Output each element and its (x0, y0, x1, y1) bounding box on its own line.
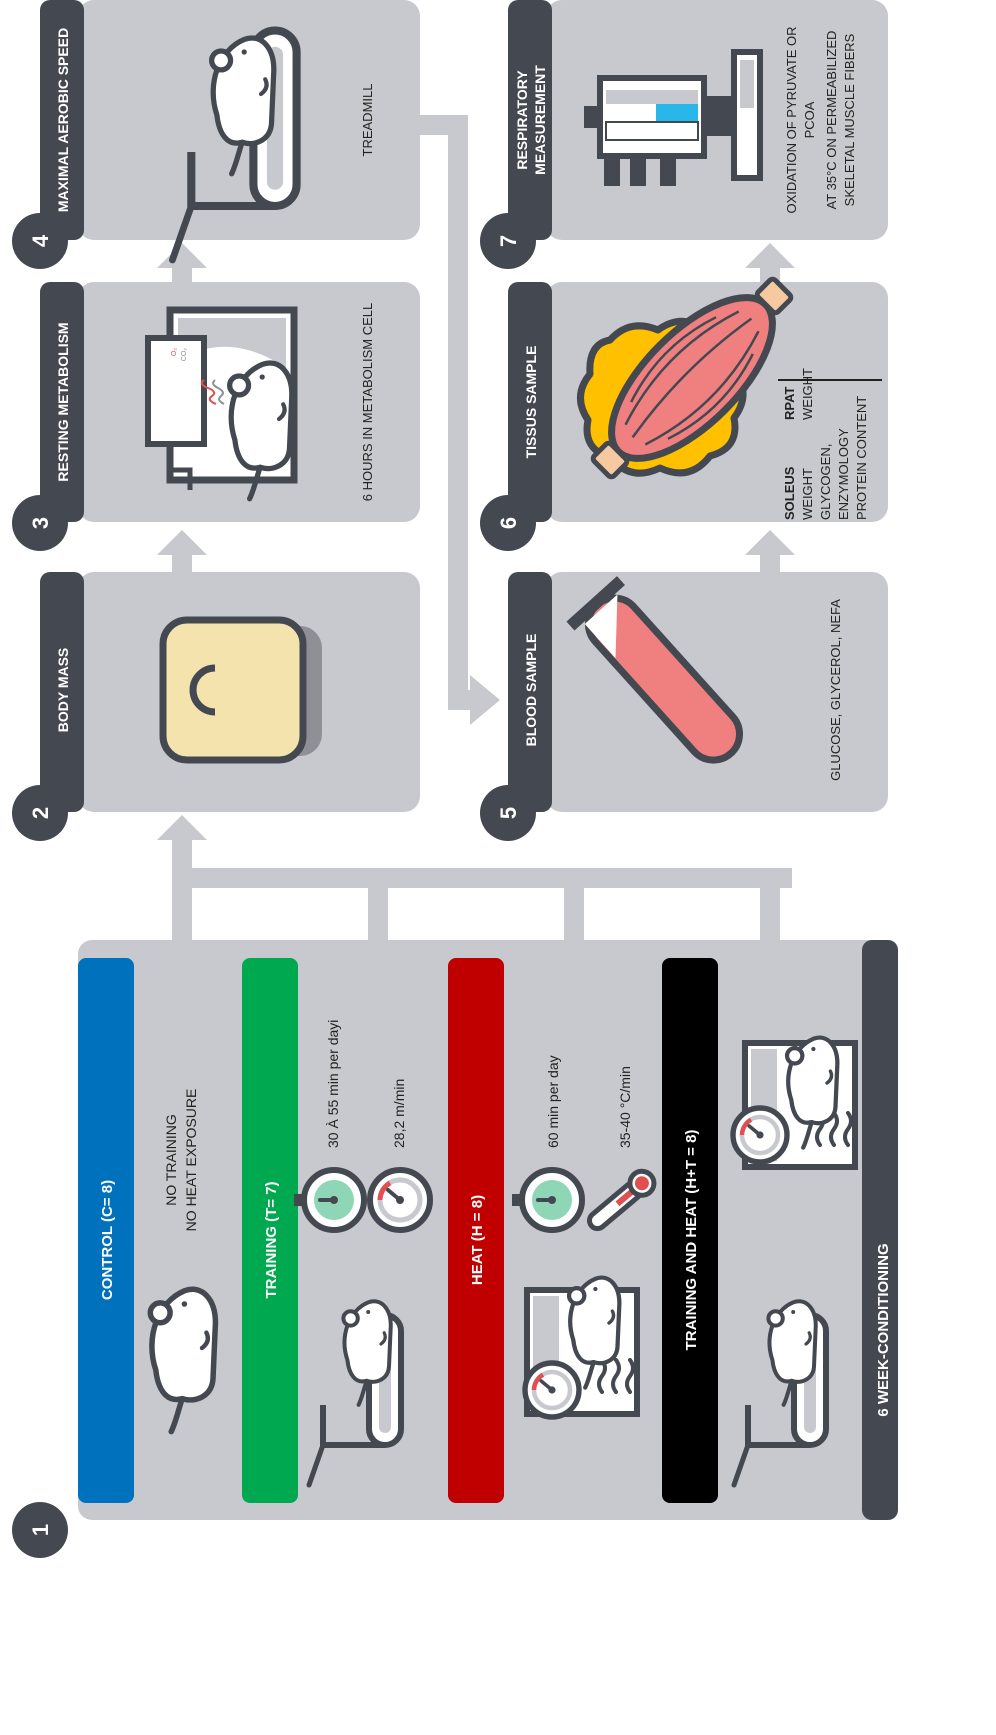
both-gauge-icon (733, 1108, 787, 1162)
step-4-title: MAXIMAL AEROBIC SPEED (55, 28, 71, 212)
step-3-card: RESTING METABOLISM O₂ CO₂ 6 HOURS IN MET… (12, 282, 420, 551)
step-5-number: 5 (496, 807, 521, 819)
training-gauge-icon (370, 1170, 430, 1230)
conditioning-title-bar (862, 940, 898, 1520)
step-7-title-line-2: MEASUREMENT (532, 65, 548, 175)
step-1-group-panel: 6 WEEK-CONDITIONING CONTROL (C= 8) TRAIN… (78, 940, 898, 1520)
soleus-line-4: PROTEIN CONTENT (854, 396, 869, 520)
step-7-number: 7 (496, 235, 521, 247)
step-2-number: 2 (28, 807, 53, 819)
step-4-number: 4 (28, 234, 53, 247)
step-7-caption-line-1: OXIDATION OF PYRUVATE OR (784, 26, 799, 213)
step-7-caption-line-3: AT 35°C ON PERMEABILIZED (824, 31, 839, 210)
step-3-title: RESTING METABOLISM (55, 322, 71, 481)
soleus-line-2: GLYCOGEN, (818, 444, 833, 520)
step-2-card: BODY MASS 2 (12, 572, 420, 841)
scale-icon (163, 620, 303, 760)
heat-gauge-icon (525, 1363, 579, 1417)
soleus-line-3: ENZYMOLOGY (836, 428, 851, 520)
step-7-card: RESPIRATORY MEASUREMENT OXIDATION OF PYR… (480, 0, 888, 269)
step-6-card: TISSUS SAMPLE SOLEUS WEIGHT GLYCOGEN, EN… (480, 255, 888, 551)
step-5-caption: GLUCOSE, GLYCEROL, NEFA (828, 599, 843, 781)
rpat-line-1: WEIGHT (800, 368, 815, 420)
step-4-card: MAXIMAL AEROBIC SPEED TREADMILL 4 (12, 0, 420, 269)
heat-line-1: 60 min per day (545, 1055, 561, 1148)
control-line-1: NO TRAINING (163, 1114, 179, 1206)
gas-label-o2: O₂ (171, 348, 178, 356)
training-label: TRAINING (T= 7) (263, 1181, 280, 1298)
rpat-title: RPAT (782, 386, 797, 420)
step-7-title-line-1: RESPIRATORY (514, 70, 530, 170)
step-2-title: BODY MASS (55, 648, 71, 733)
gas-label-co2: CO₂ (181, 348, 188, 362)
step-7-caption-line-2: PCOA (802, 101, 817, 138)
step-1-badge: 1 (12, 1502, 68, 1558)
step-1-number: 1 (28, 1524, 53, 1536)
step-5-card: BLOOD SAMPLE GLUCOSE, GLYCEROL, NEFA 5 (480, 572, 888, 841)
heat-label: HEAT (H = 8) (469, 1195, 486, 1285)
training-line-2: 28,2 m/min (391, 1079, 407, 1148)
conditioning-title: 6 WEEK-CONDITIONING (875, 1243, 892, 1416)
soleus-title: SOLEUS (782, 466, 797, 520)
training-line-1: 30 À 55 min per dayi (325, 1020, 341, 1148)
step-4-caption: TREADMILL (360, 84, 375, 157)
step-6-number: 6 (496, 517, 521, 529)
step-3-number: 3 (28, 517, 53, 529)
step-6-title: TISSUS SAMPLE (523, 346, 539, 459)
step-7-caption-line-4: SKELETAL MUSCLE FIBERS (842, 33, 857, 206)
heat-line-2: 35-40 °C/min (617, 1066, 633, 1148)
step-5-title: BLOOD SAMPLE (523, 634, 539, 747)
soleus-line-1: WEIGHT (800, 468, 815, 520)
training-heat-label: TRAINING AND HEAT (H+T = 8) (683, 1130, 700, 1351)
control-line-2: NO HEAT EXPOSURE (183, 1089, 199, 1232)
group-connectors (157, 815, 792, 940)
control-label: CONTROL (C= 8) (99, 1180, 116, 1300)
step-3-caption: 6 HOURS IN METABOLISM CELL (360, 303, 375, 501)
